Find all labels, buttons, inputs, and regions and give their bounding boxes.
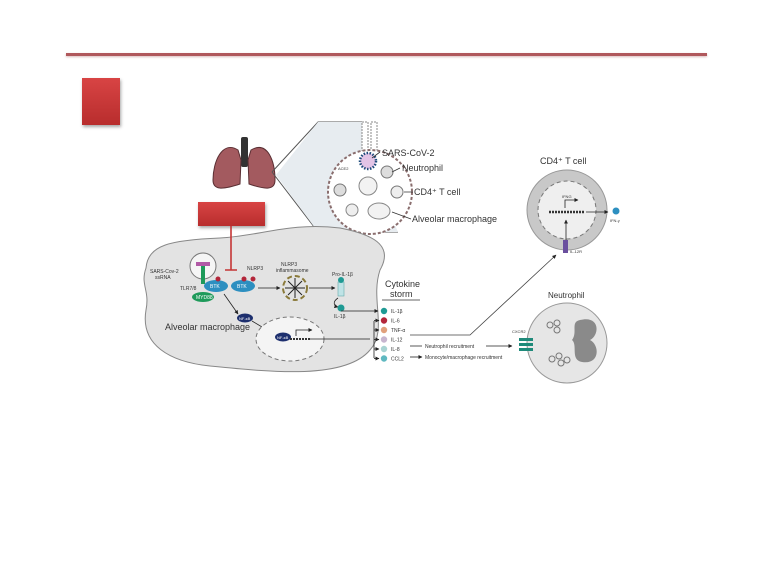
inflammasome-label-line2: inflammasome — [276, 268, 309, 274]
btk-inhibition-line — [225, 226, 237, 271]
cytokine-dot — [380, 317, 388, 324]
nfkb-protein-2 — [275, 332, 291, 342]
nfkb-protein-1 — [237, 313, 253, 323]
cxcr2-receptor — [519, 338, 533, 351]
myd88-label: MYD88 — [196, 295, 213, 301]
cytokine-dot — [380, 307, 388, 315]
neutrophil-cell — [526, 302, 608, 384]
myd88-protein — [192, 292, 214, 302]
ifn-gamma-icon — [612, 207, 620, 215]
nfkb-label-2: NF-κB — [277, 335, 289, 340]
cytokine-label: CCL2 — [391, 357, 404, 363]
tlr78-label: TLR7/8 — [180, 286, 197, 292]
nlrp3-inflammasome-icon — [282, 275, 308, 301]
cytokine-label: IL-1β — [391, 309, 403, 315]
neutrophil-title: Neutrophil — [548, 291, 585, 300]
ssrna-label-line2: ssRNA — [155, 275, 171, 281]
btk-protein-2 — [231, 280, 255, 292]
il1b-label: IL-1β — [334, 314, 346, 320]
cytokine-label: TNF-α — [391, 328, 405, 334]
red-drug-label-box — [198, 202, 265, 226]
tcell-title: CD4⁺ T cell — [540, 156, 586, 166]
cytokine-storm-title-line2: storm — [390, 289, 413, 299]
neutrophil-recruitment-label: Neutrophil recruitment — [425, 344, 475, 350]
ace2-label: ACE2 — [338, 166, 349, 171]
cytokine-storm-title-line1: Cytokine — [385, 279, 420, 289]
btk-label-1: BTK — [210, 284, 220, 290]
cytokine-dot — [380, 336, 388, 343]
nfkb-label-1: NF-κB — [239, 316, 251, 321]
nlrp3-label: NLRP3 — [247, 266, 263, 272]
cytokine-dot — [380, 345, 388, 353]
title-divider-rule — [66, 53, 707, 56]
cytokine-label: IL-6 — [391, 319, 400, 325]
inset-tcell-label: CD4⁺ T cell — [414, 187, 460, 197]
tlr78-receptor — [201, 266, 205, 284]
cytokine-label: IL-8 — [391, 347, 400, 353]
btk-label-2: BTK — [237, 284, 247, 290]
cxcr2-label: CXCR2 — [512, 329, 526, 334]
il12r-receptor — [563, 240, 568, 253]
cytokine-dot — [380, 326, 388, 334]
monocyte-recruitment-label: Monocyte/macrophage recruitment — [425, 355, 503, 361]
inflammasome-label-line1: NLRP3 — [281, 262, 297, 268]
ssrna-icon — [196, 262, 210, 266]
cytokine-dot — [380, 355, 388, 362]
neutrophil-nucleus — [572, 319, 597, 363]
il12r-label: IL-12R — [570, 249, 582, 254]
lungs-icon — [212, 137, 276, 189]
red-title-block — [82, 78, 120, 125]
inset-neutrophil-label: Neutrophil — [402, 163, 443, 173]
sars-cov-2-virus-icon — [358, 151, 378, 171]
alveolus: ACE2 — [327, 121, 413, 235]
btk-protein-1 — [204, 280, 228, 292]
ifn-gamma-label: IFN-γ — [610, 218, 620, 223]
pro-il1b-label: Pro-IL-1β — [332, 272, 353, 278]
macrophage-label: Alveolar macrophage — [165, 322, 250, 332]
ssrna-label-line1: SARS-Cov-2 — [150, 269, 179, 275]
ifng-gene-label: IFNG — [562, 194, 572, 199]
inset-macrophage-label: Alveolar macrophage — [412, 214, 497, 224]
cytokine-label: IL-12 — [391, 338, 403, 344]
inset-virus-label: SARS-CoV-2 — [382, 148, 435, 158]
tcell-nucleus — [537, 180, 597, 240]
